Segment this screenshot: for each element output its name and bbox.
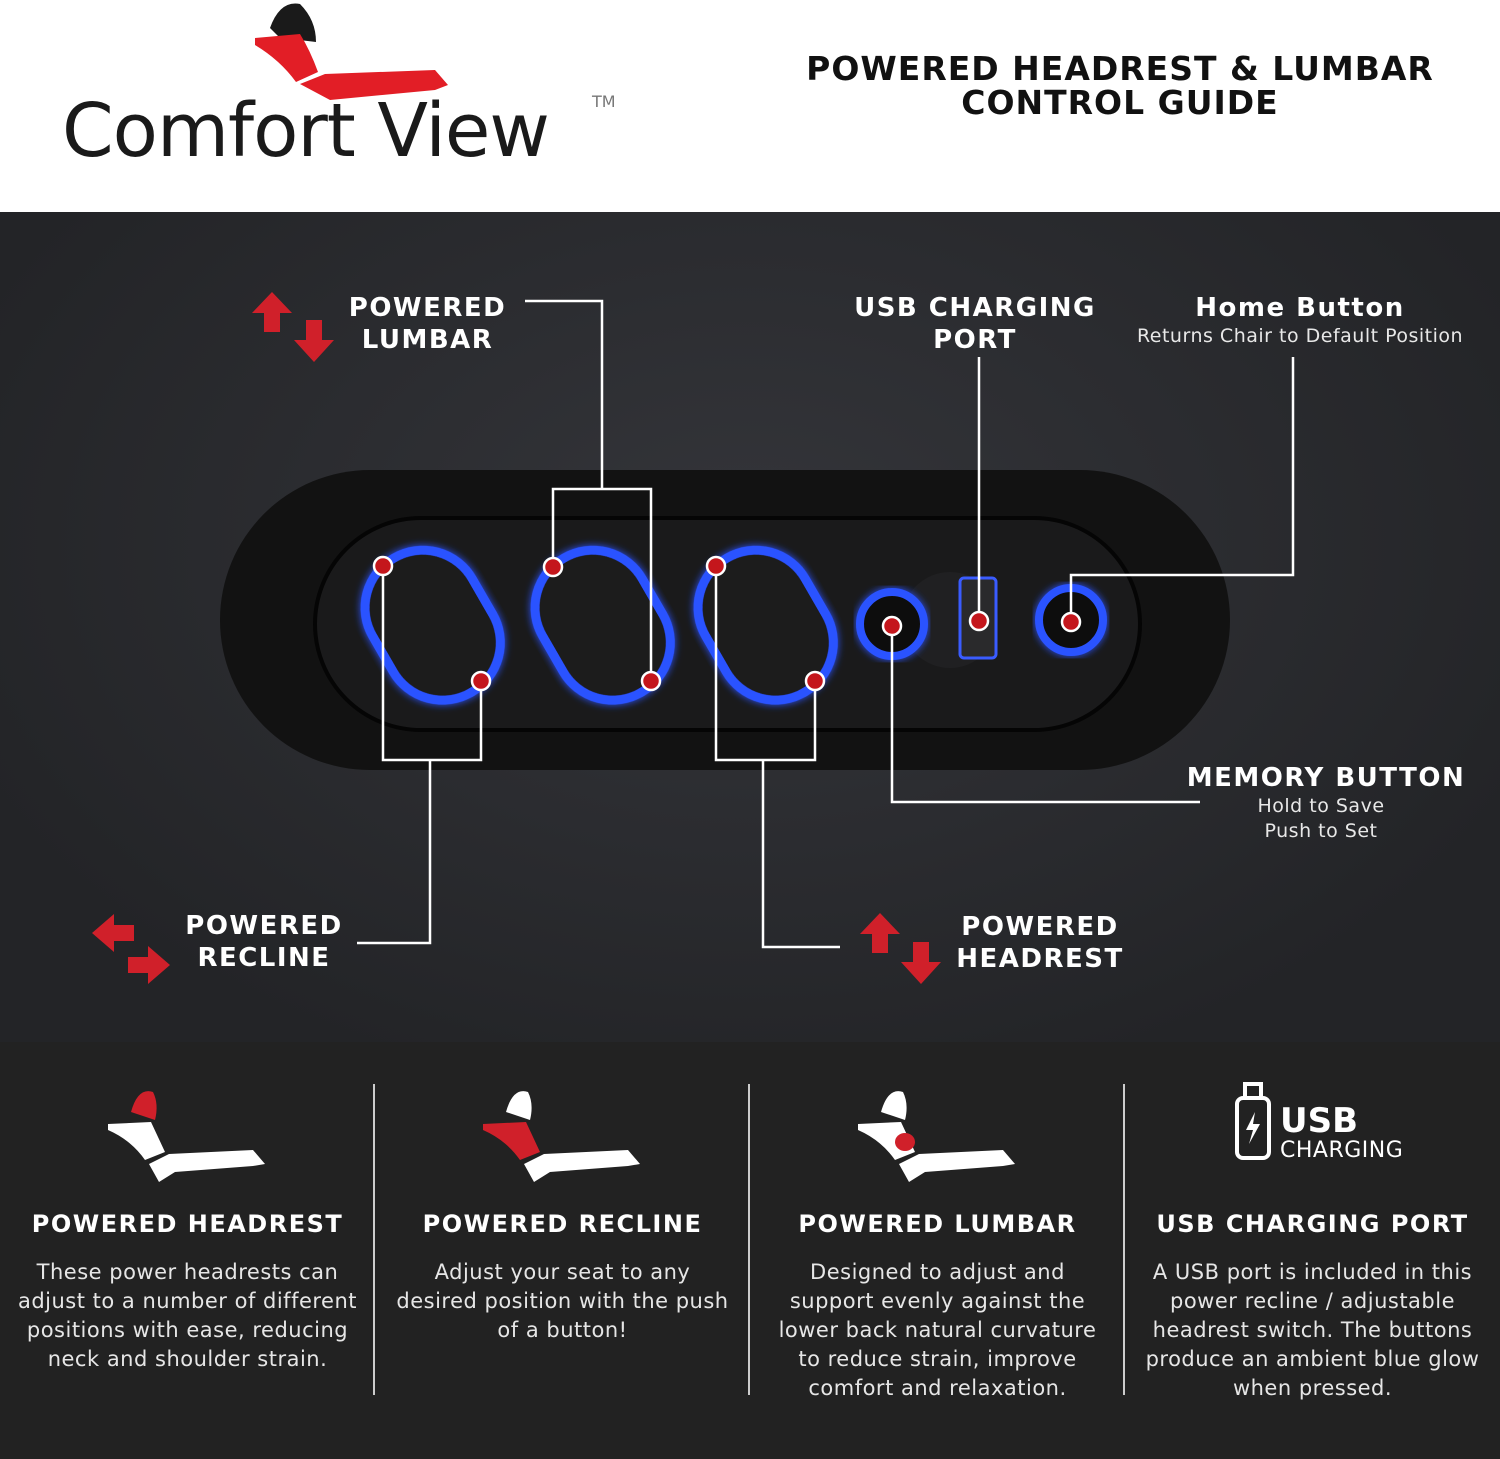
feature-text: These power headrests can adjust to a nu… bbox=[17, 1260, 358, 1371]
feature-lumbar: POWERED LUMBAR Designed to adjust and su… bbox=[750, 1082, 1125, 1403]
label-line: POWERED bbox=[185, 911, 343, 941]
usb-badge-line2: CHARGING bbox=[1280, 1138, 1404, 1163]
header: Comfort View TM POWERED HEADREST & LUMBA… bbox=[0, 0, 1500, 212]
headrest-chair-icon bbox=[107, 1091, 265, 1182]
feature-text: A USB port is included in this power rec… bbox=[1145, 1260, 1480, 1400]
brand-name: Comfort View bbox=[62, 88, 550, 174]
up-down-arrows-icon bbox=[860, 913, 941, 984]
label-title: MEMORY BUTTON bbox=[1186, 763, 1466, 793]
label-powered-recline: POWERED RECLINE bbox=[175, 910, 353, 974]
label-line: POWERED bbox=[348, 293, 507, 323]
feature-text: Designed to adjust and support evenly ag… bbox=[778, 1260, 1097, 1400]
control-panel-diagram bbox=[92, 292, 1295, 984]
usb-badge-line1: USB bbox=[1280, 1101, 1359, 1141]
label-desc: Hold to Save bbox=[1257, 795, 1385, 817]
feature-title: POWERED LUMBAR bbox=[798, 1210, 1077, 1238]
label-line: LUMBAR bbox=[361, 325, 494, 355]
label-line: PORT bbox=[933, 325, 1017, 355]
label-line: RECLINE bbox=[197, 943, 331, 973]
title-line-1: POWERED HEADREST & LUMBAR bbox=[806, 49, 1434, 88]
feature-title: USB CHARGING PORT bbox=[1156, 1210, 1469, 1238]
label-desc: Push to Set bbox=[1264, 820, 1378, 842]
trademark: TM bbox=[592, 92, 616, 111]
left-right-arrows-icon bbox=[92, 914, 170, 984]
usb-battery-icon bbox=[1235, 1082, 1271, 1160]
feature-text: Adjust your seat to any desired position… bbox=[396, 1260, 729, 1342]
label-powered-headrest: POWERED HEADREST bbox=[950, 911, 1130, 975]
label-usb-charging-port: USB CHARGING PORT bbox=[850, 292, 1100, 356]
label-memory-button: MEMORY BUTTON Hold to Save Push to Set bbox=[1170, 762, 1482, 844]
label-line: USB CHARGING bbox=[854, 293, 1096, 323]
page-title: POWERED HEADREST & LUMBAR CONTROL GUIDE bbox=[760, 52, 1480, 120]
label-powered-lumbar: POWERED LUMBAR bbox=[340, 292, 515, 356]
title-line-2: CONTROL GUIDE bbox=[961, 83, 1279, 122]
label-line: POWERED bbox=[961, 912, 1119, 942]
divider bbox=[1123, 1084, 1125, 1395]
label-desc: Returns Chair to Default Position bbox=[1136, 325, 1464, 347]
feature-usb: USB CHARGING USB CHARGING PORT A USB por… bbox=[1125, 1082, 1500, 1403]
recline-chair-icon bbox=[482, 1091, 640, 1182]
callout-lines bbox=[357, 299, 1295, 949]
callout-dots bbox=[372, 555, 1082, 692]
up-down-arrows-icon bbox=[252, 292, 334, 362]
feature-recline: POWERED RECLINE Adjust your seat to any … bbox=[375, 1082, 750, 1345]
feature-headrest: POWERED HEADREST These power headrests c… bbox=[0, 1082, 375, 1374]
usb-charging-badge: USB CHARGING bbox=[1125, 1082, 1500, 1182]
label-line: HEADREST bbox=[956, 944, 1124, 974]
divider bbox=[373, 1084, 375, 1395]
divider bbox=[748, 1084, 750, 1395]
features-panel: POWERED HEADREST These power headrests c… bbox=[0, 1042, 1500, 1459]
brand-chair-logo-icon bbox=[255, 3, 448, 100]
feature-title: POWERED RECLINE bbox=[422, 1210, 703, 1238]
label-home-button: Home Button Returns Chair to Default Pos… bbox=[1115, 292, 1485, 349]
lumbar-chair-icon bbox=[857, 1091, 1015, 1182]
feature-title: POWERED HEADREST bbox=[31, 1210, 344, 1238]
lumbar-button[interactable] bbox=[514, 529, 691, 721]
label-title: Home Button bbox=[1195, 293, 1405, 323]
